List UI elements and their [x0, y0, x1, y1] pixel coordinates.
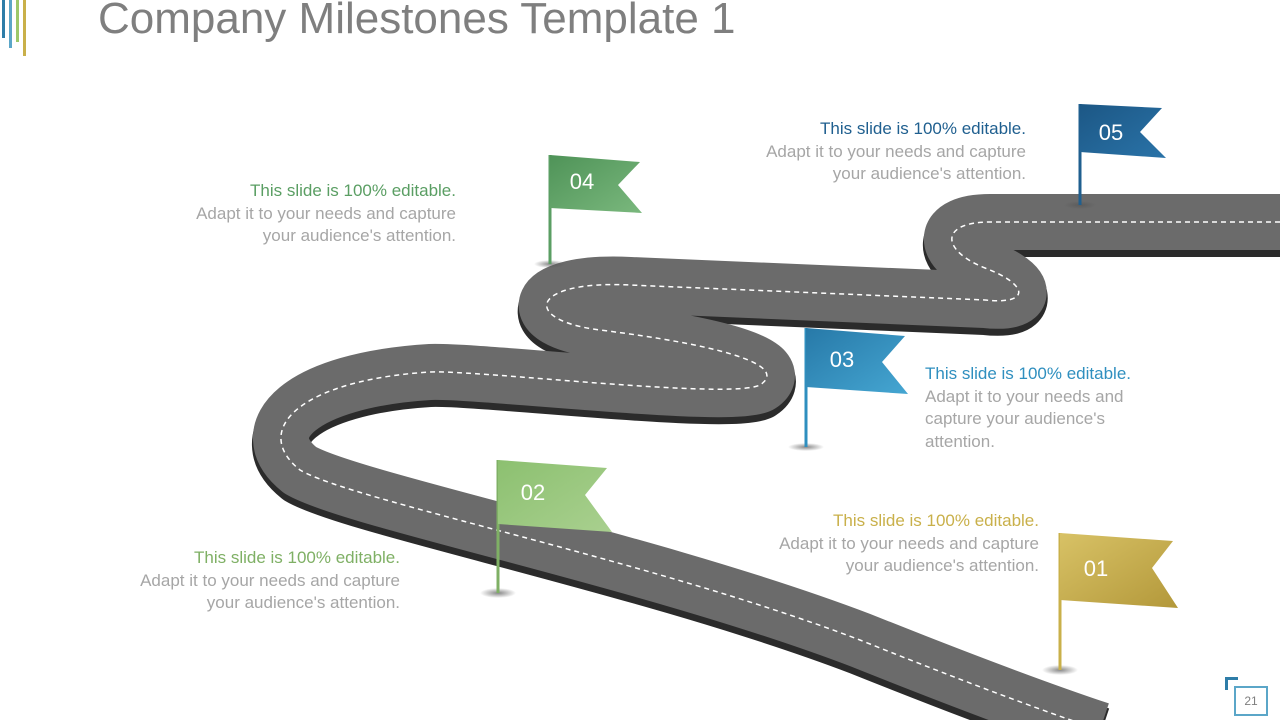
milestone-02-text: This slide is 100% editable. Adapt it to… — [140, 547, 400, 615]
flag-number-03: 03 — [829, 347, 855, 372]
flag-03 — [788, 328, 908, 451]
milestone-02-body: Adapt it to your needs and capture your … — [140, 570, 400, 613]
milestone-01-body: Adapt it to your needs and capture your … — [779, 533, 1039, 576]
flag-number-02: 02 — [520, 480, 546, 505]
milestone-03-headline: This slide is 100% editable. — [925, 364, 1132, 383]
flag-number-04: 04 — [569, 169, 595, 194]
road-center-line — [280, 221, 1280, 720]
milestone-05-text: This slide is 100% editable. Adapt it to… — [766, 118, 1026, 186]
flag-number-01: 01 — [1083, 556, 1109, 581]
milestone-04-text: This slide is 100% editable. Adapt it to… — [196, 180, 456, 248]
milestone-01-text: This slide is 100% editable. Adapt it to… — [779, 510, 1039, 578]
milestone-05-headline: This slide is 100% editable. — [819, 119, 1026, 138]
milestone-04-headline: This slide is 100% editable. — [249, 181, 456, 200]
page-number: 21 — [1234, 686, 1268, 716]
milestone-03-text: This slide is 100% editable. Adapt it to… — [925, 363, 1165, 453]
accent-bars — [2, 0, 26, 56]
milestone-05-body: Adapt it to your needs and capture your … — [766, 141, 1026, 184]
flag-number-05: 05 — [1098, 120, 1124, 145]
milestone-04-body: Adapt it to your needs and capture your … — [196, 203, 456, 246]
page-title: Company Milestones Template 1 — [98, 0, 736, 43]
flag-05 — [1064, 104, 1166, 209]
flag-01 — [1042, 533, 1178, 675]
milestone-01-headline: This slide is 100% editable. — [832, 511, 1039, 530]
flag-02 — [480, 460, 612, 598]
page-number-corner — [1225, 677, 1238, 690]
flag-04 — [534, 155, 642, 268]
milestone-03-body: Adapt it to your needs and capture your … — [925, 386, 1124, 451]
milestone-02-headline: This slide is 100% editable. — [193, 548, 400, 567]
